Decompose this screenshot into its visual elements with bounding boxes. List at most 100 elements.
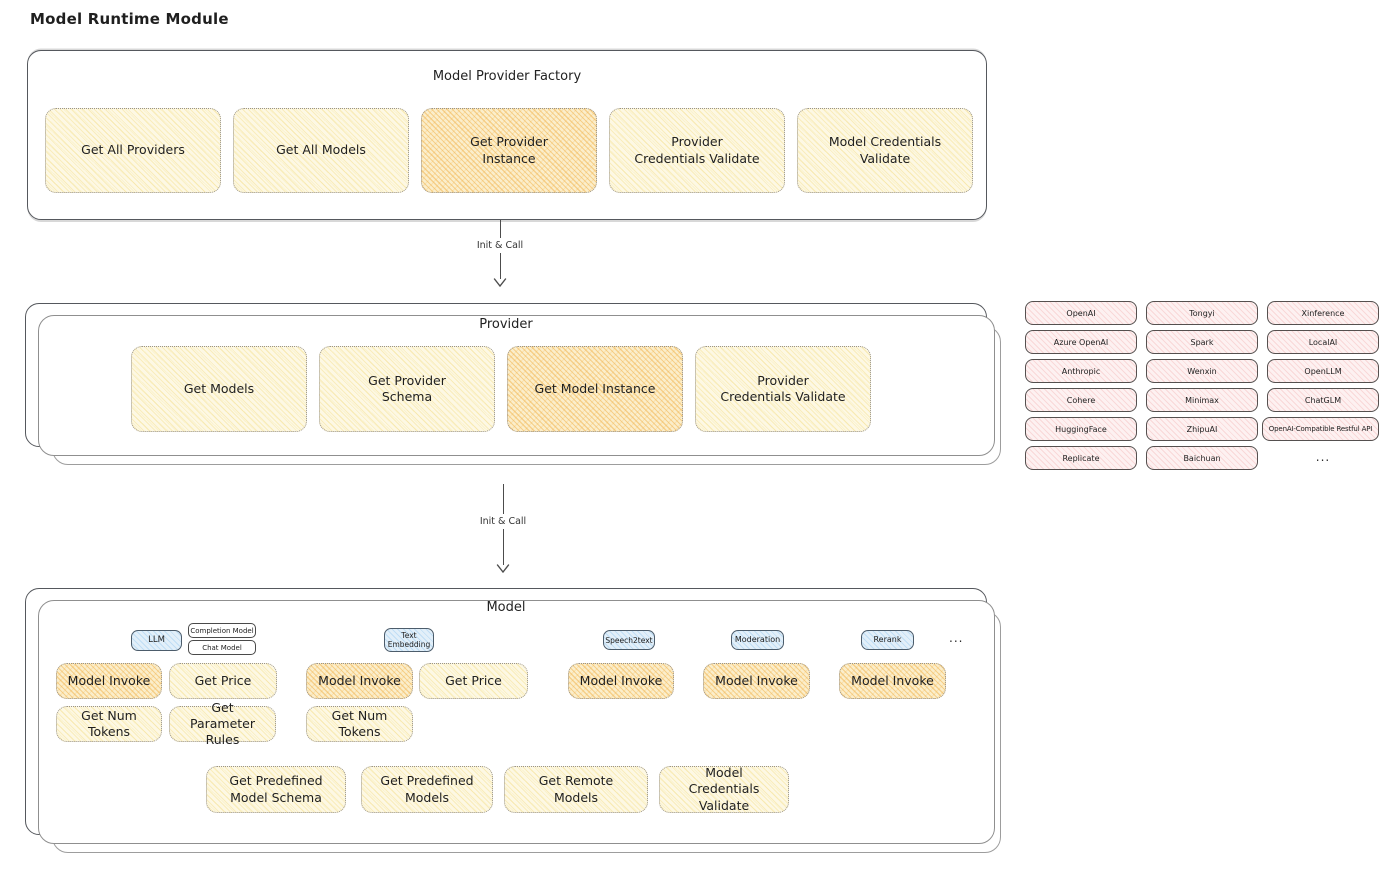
vendor-label: Spark <box>1190 337 1214 347</box>
vendor-anthropic: Anthropic <box>1025 359 1137 383</box>
tag-speech2text: Speech2text <box>603 630 655 650</box>
vendor-cohere: Cohere <box>1025 388 1137 412</box>
node-get-provider-schema: Get Provider Schema <box>319 346 495 432</box>
tag-rerank: Rerank <box>861 630 914 650</box>
vendor-azure-openai: Azure OpenAI <box>1025 330 1137 354</box>
vendor-label: OpenAI-Compatible Restful API <box>1268 425 1373 433</box>
vendor-baichuan: Baichuan <box>1146 446 1258 470</box>
node-embedding-get-num-tokens: Get Num Tokens <box>306 706 413 742</box>
node-label: Get Price <box>445 672 502 688</box>
node-model-credentials-validate: Model Credentials Validate <box>659 765 789 813</box>
vendor-openai: OpenAI <box>1025 301 1137 325</box>
node-get-all-models: Get All Models <box>233 108 409 193</box>
group-title-model: Model <box>486 600 526 615</box>
vendor-label: Replicate <box>1062 453 1100 463</box>
node-label: Model Invoke <box>67 672 151 688</box>
node-label: Get All Models <box>276 142 366 158</box>
tag-label: Moderation <box>734 635 781 645</box>
vendor-label: ZhipuAI <box>1186 424 1218 434</box>
arrow-head-icon <box>493 278 507 287</box>
node-label: Get Provider Instance <box>470 134 548 166</box>
node-label: Provider Credentials Validate <box>634 134 760 166</box>
vendor-label: OpenAI <box>1066 308 1096 318</box>
node-label: Get Predefined Model Schema <box>229 773 323 805</box>
vendor-label: Cohere <box>1066 395 1096 405</box>
node-llm-get-price: Get Price <box>169 663 277 699</box>
node-llm-model-invoke: Model Invoke <box>56 663 162 699</box>
tag-moderation: Moderation <box>731 630 784 650</box>
group-provider: Provider Get Models Get Provider Schema … <box>25 303 1001 465</box>
node-label: Get Num Tokens <box>331 707 388 739</box>
vendors-more-ellipsis: ... <box>1315 450 1331 464</box>
vendor-label: HuggingFace <box>1055 424 1107 434</box>
node-label: Get Predefined Models <box>380 773 474 805</box>
node-label: Model Invoke <box>318 672 401 688</box>
node-get-all-providers: Get All Providers <box>45 108 221 193</box>
node-label: Provider Credentials Validate <box>720 372 846 404</box>
node-label: Get Price <box>194 672 252 688</box>
node-label: Get Model Instance <box>534 380 656 396</box>
node-label: Model Invoke <box>851 672 934 688</box>
arrow-factory-to-provider: Init & Call <box>455 220 545 300</box>
tag-text-embedding: Text Embedding <box>384 628 434 652</box>
vendor-tongyi: Tongyi <box>1146 301 1258 325</box>
node-provider-credentials-validate: Provider Credentials Validate <box>695 346 871 432</box>
group-title-provider: Provider <box>479 317 533 332</box>
node-label: Get Remote Models <box>538 773 614 805</box>
node-get-remote-models: Get Remote Models <box>504 766 648 813</box>
page-title: Model Runtime Module <box>30 10 229 28</box>
arrow-line <box>499 253 501 279</box>
vendor-huggingface: HuggingFace <box>1025 417 1137 441</box>
node-label: Model Credentials Validate <box>828 134 942 166</box>
group-model: Model LLM Completion Model Chat Model Te… <box>25 588 1001 853</box>
arrow-head-icon <box>496 564 510 573</box>
vendor-label: Xinference <box>1301 308 1345 318</box>
vendor-openllm: OpenLLM <box>1267 359 1379 383</box>
node-label: Get All Providers <box>81 142 185 158</box>
vendor-label: Anthropic <box>1061 366 1101 376</box>
group-title-model-provider-factory: Model Provider Factory <box>432 69 582 84</box>
group-model-provider-factory: Model Provider Factory Get All Providers… <box>27 50 987 220</box>
arrow-line <box>502 529 504 565</box>
node-model-credentials-validate-factory: Model Credentials Validate <box>797 108 973 193</box>
vendor-label: LocalAI <box>1308 337 1338 347</box>
node-get-predefined-model-schema: Get Predefined Model Schema <box>206 766 346 813</box>
tag-completion-model: Completion Model <box>188 623 256 638</box>
arrow-line <box>502 484 504 514</box>
node-get-model-instance: Get Model Instance <box>507 346 683 432</box>
vendor-spark: Spark <box>1146 330 1258 354</box>
tag-label: Completion Model <box>190 626 254 635</box>
node-embedding-model-invoke: Model Invoke <box>306 663 413 699</box>
vendor-label: Azure OpenAI <box>1053 337 1109 347</box>
vendor-wenxin: Wenxin <box>1146 359 1258 383</box>
tag-label: Chat Model <box>202 643 242 652</box>
model-types-more-ellipsis: ... <box>949 631 964 645</box>
tag-label: Speech2text <box>605 635 653 645</box>
node-get-predefined-models: Get Predefined Models <box>361 766 493 813</box>
node-speech2text-model-invoke: Model Invoke <box>568 663 674 699</box>
node-label: Model Invoke <box>715 672 798 688</box>
vendor-chatglm: ChatGLM <box>1267 388 1379 412</box>
tag-label: LLM <box>148 635 165 646</box>
node-get-models: Get Models <box>131 346 307 432</box>
vendor-label: ChatGLM <box>1304 395 1342 405</box>
vendor-label: Baichuan <box>1183 453 1221 463</box>
node-label: Model Invoke <box>579 672 663 688</box>
arrow-label: Init & Call <box>476 240 524 251</box>
node-llm-get-parameter-rules: Get Parameter Rules <box>169 700 276 747</box>
node-llm-get-num-tokens: Get Num Tokens <box>56 706 162 742</box>
node-label: Get Models <box>183 380 255 396</box>
arrow-provider-to-model: Init & Call <box>458 484 548 584</box>
node-embedding-get-price: Get Price <box>419 663 528 699</box>
node-get-provider-instance: Get Provider Instance <box>421 108 597 193</box>
node-moderation-model-invoke: Model Invoke <box>703 663 810 699</box>
node-rerank-model-invoke: Model Invoke <box>839 663 946 699</box>
tag-label: Rerank <box>873 635 902 645</box>
node-label: Get Parameter Rules <box>189 699 256 748</box>
node-label: Get Provider Schema <box>368 372 446 404</box>
vendor-xinference: Xinference <box>1267 301 1379 325</box>
vendor-minimax: Minimax <box>1146 388 1258 412</box>
tag-chat-model: Chat Model <box>188 640 256 655</box>
arrow-line <box>499 220 501 238</box>
